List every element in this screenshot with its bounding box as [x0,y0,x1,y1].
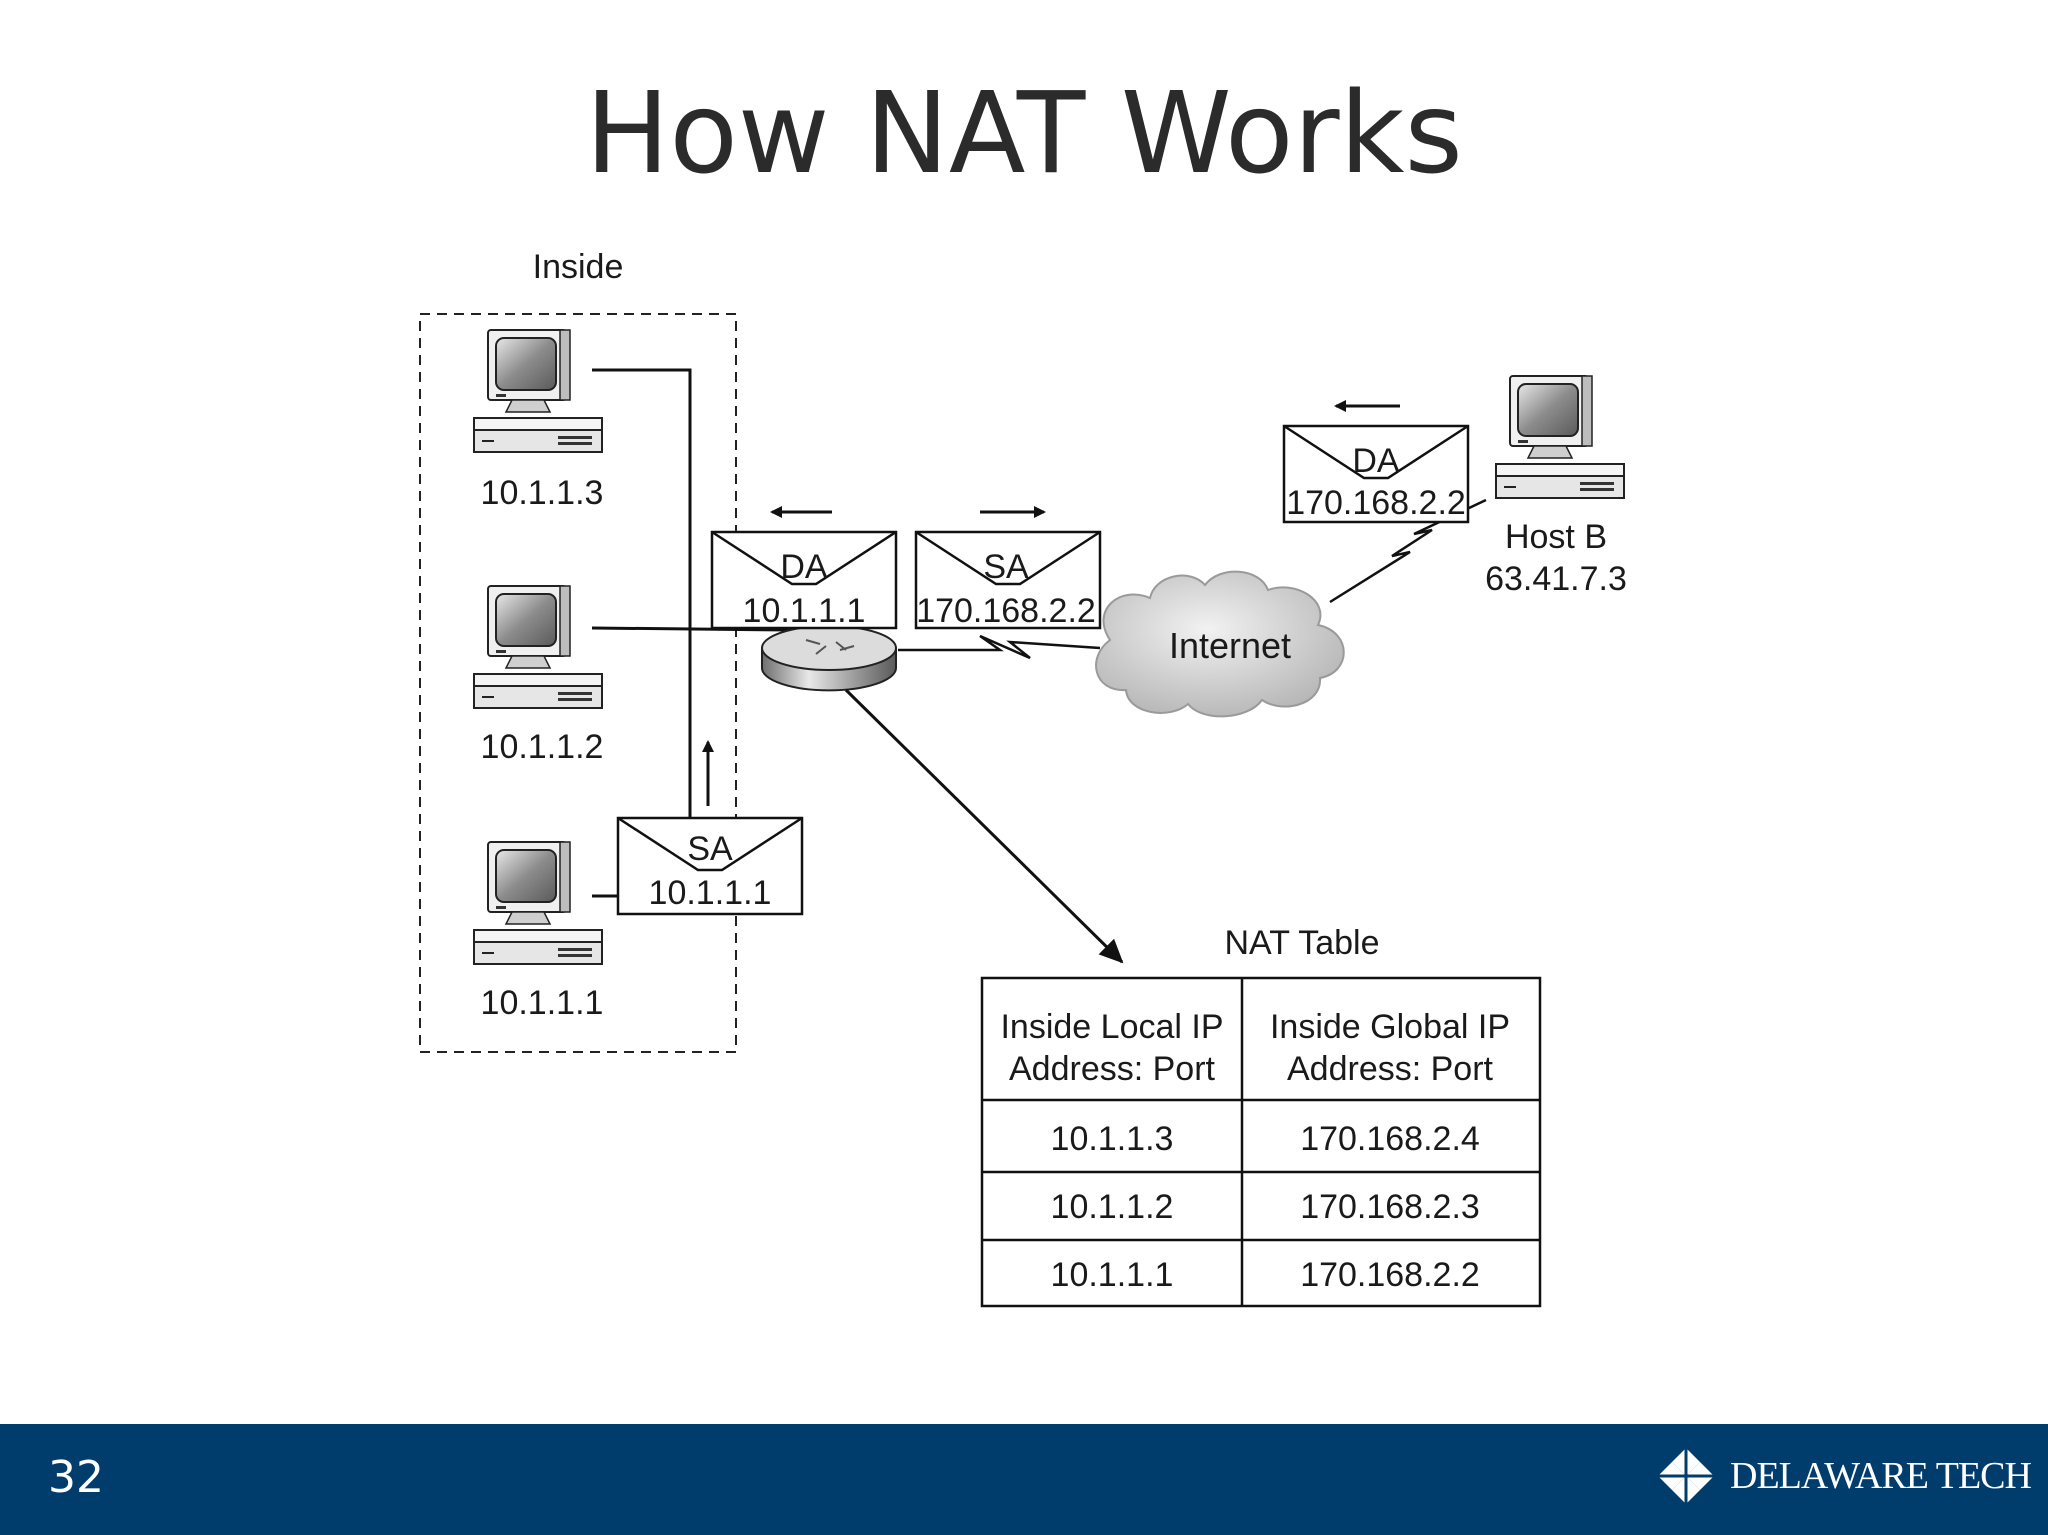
host-3-ip: 10.1.1.3 [481,474,604,512]
internet-label: Internet [1169,625,1291,666]
host-b-da-label: DA [1352,442,1400,480]
nat-header-global-line1: Inside Global IP [1270,1008,1510,1046]
router-sa-label: SA [983,548,1029,586]
lan-link-host-3 [592,368,692,822]
computer-icon-host-b [1495,375,1625,499]
inside-sa-label: SA [687,830,733,868]
computer-icon-host-2 [473,585,603,709]
router-da-label: DA [780,548,828,586]
diamond-logo-icon [1658,1448,1714,1504]
computer-icon-host-3 [473,329,603,453]
wan-link-router [898,634,1101,660]
host-2-ip: 10.1.1.2 [481,728,604,766]
router-sa-ip: 170.168.2.2 [916,592,1096,630]
slide-title: How NAT Works [585,69,1463,199]
nat-row-1-local: 10.1.1.3 [1051,1120,1174,1158]
page-number: 32 [48,1452,104,1503]
router-da-ip: 10.1.1.1 [743,592,866,630]
nat-row-1-global: 170.168.2.4 [1300,1120,1480,1158]
nat-header-global-line2: Address: Port [1287,1050,1494,1088]
nat-header-local-line1: Inside Local IP [1000,1008,1223,1046]
inside-label: Inside [533,248,624,286]
wan-link-host-b [1329,498,1487,604]
cloud-icon-internet [1095,570,1345,718]
host-b-ip: 63.41.7.3 [1485,560,1627,598]
host-b-name: Host B [1505,518,1607,556]
nat-row-2-local: 10.1.1.2 [1051,1188,1174,1226]
host-b-da-ip: 170.168.2.2 [1286,484,1466,522]
nat-table [980,976,1542,1308]
nat-table-arrow [844,688,1124,964]
brand-logo: DELAWARE TECH [1656,1446,2032,1506]
nat-table-title: NAT Table [1225,924,1380,962]
nat-diagram: Inside 10.1.1.3 10.1.1.2 10.1.1.1 SA 10.… [419,248,1627,1308]
inside-boundary [419,313,737,1053]
nat-row-2-global: 170.168.2.3 [1300,1188,1480,1226]
nat-header-local-line2: Address: Port [1009,1050,1216,1088]
nat-row-3-global: 170.168.2.2 [1300,1256,1480,1294]
nat-row-3-local: 10.1.1.1 [1051,1256,1174,1294]
host-1-ip: 10.1.1.1 [481,984,604,1022]
router-icon [761,625,897,692]
brand-name: DELAWARE TECH [1730,1455,2032,1497]
lan-link-host-2 [591,626,791,632]
computer-icon-host-1 [473,841,603,965]
inside-sa-ip: 10.1.1.1 [649,874,772,912]
